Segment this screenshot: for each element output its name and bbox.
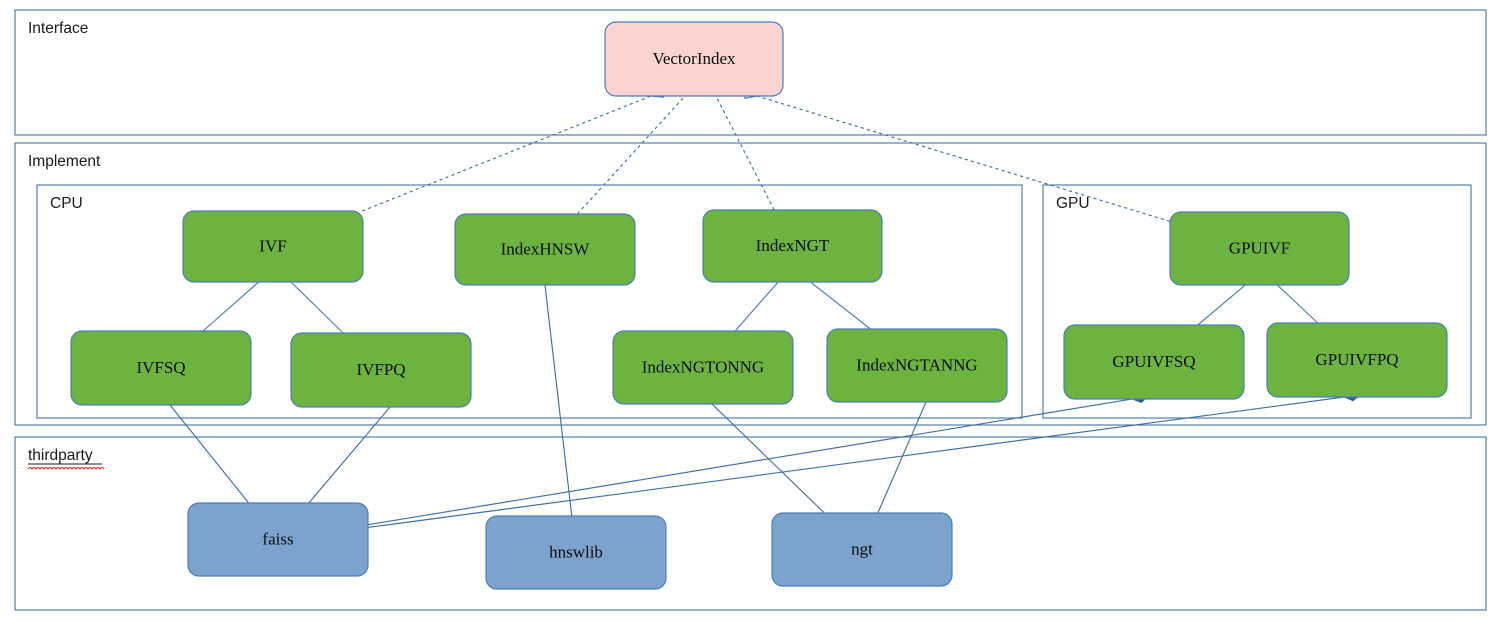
node-box-indexngtonng[interactable] bbox=[612, 330, 794, 405]
edge-line bbox=[542, 269, 573, 517]
node-label-faiss: faiss bbox=[262, 529, 293, 548]
node-ivfsq[interactable]: IVFSQ bbox=[70, 330, 252, 406]
edge-line bbox=[700, 392, 825, 514]
node-label-ivfsq: IVFSQ bbox=[136, 358, 185, 377]
node-label-indexngtonng: IndexNGTONNG bbox=[642, 357, 764, 376]
node-gpuivf[interactable]: GPUIVF bbox=[1169, 211, 1350, 286]
node-label-hnswlib: hnswlib bbox=[549, 542, 603, 561]
node-ivf[interactable]: IVF bbox=[182, 210, 364, 283]
edge-line bbox=[367, 395, 1149, 526]
group-label-implement: Implement bbox=[28, 153, 101, 170]
node-label-indexhnsw: IndexHNSW bbox=[501, 239, 591, 258]
node-box-ngt[interactable] bbox=[771, 512, 953, 587]
group-label-cpu: CPU bbox=[50, 195, 83, 212]
node-label-ivf: IVF bbox=[259, 236, 286, 255]
edge-line bbox=[361, 91, 662, 212]
node-box-indexngt[interactable] bbox=[702, 209, 883, 283]
node-box-gpuivfsq[interactable] bbox=[1063, 324, 1245, 400]
edge-line bbox=[877, 387, 933, 514]
edge-line bbox=[576, 87, 693, 215]
node-box-hnswlib[interactable] bbox=[485, 515, 667, 590]
node-faiss[interactable]: faiss bbox=[187, 502, 369, 577]
node-indexhnsw[interactable]: IndexHNSW bbox=[454, 213, 636, 286]
node-vectorindex[interactable]: VectorIndex bbox=[604, 21, 784, 97]
node-indexngtonng[interactable]: IndexNGTONNG bbox=[612, 330, 794, 405]
group-label-interface: Interface bbox=[28, 20, 88, 37]
group-label-thirdparty: thirdparty bbox=[28, 447, 93, 464]
node-indexngt[interactable]: IndexNGT bbox=[702, 209, 883, 283]
node-ngt[interactable]: ngt bbox=[771, 512, 953, 587]
node-box-indexhnsw[interactable] bbox=[454, 213, 636, 286]
node-ivfpq[interactable]: IVFPQ bbox=[290, 332, 472, 408]
node-box-vectorindex[interactable] bbox=[604, 21, 784, 97]
node-hnswlib[interactable]: hnswlib bbox=[485, 515, 667, 590]
node-box-ivf[interactable] bbox=[182, 210, 364, 283]
node-label-gpuivfsq: GPUIVFSQ bbox=[1112, 352, 1195, 371]
node-label-vectorindex: VectorIndex bbox=[652, 49, 736, 68]
node-box-gpuivf[interactable] bbox=[1169, 211, 1350, 286]
node-box-ivfsq[interactable] bbox=[70, 330, 252, 406]
edge-line bbox=[367, 394, 1361, 529]
node-gpuivfsq[interactable]: GPUIVFSQ bbox=[1063, 324, 1245, 400]
spellcheck-squiggle bbox=[27, 466, 105, 471]
node-box-indexngtanng[interactable] bbox=[826, 328, 1008, 403]
node-box-gpuivfpq[interactable] bbox=[1266, 322, 1448, 398]
edge-line bbox=[282, 273, 344, 334]
node-label-gpuivfpq: GPUIVFPQ bbox=[1315, 350, 1398, 369]
node-indexngtanng[interactable]: IndexNGTANNG bbox=[826, 328, 1008, 403]
node-label-gpuivf: GPUIVF bbox=[1229, 238, 1290, 257]
node-label-ngt: ngt bbox=[851, 539, 873, 558]
group-label-gpu: GPU bbox=[1056, 195, 1090, 212]
node-label-indexngtanng: IndexNGTANNG bbox=[856, 355, 977, 374]
node-box-faiss[interactable] bbox=[187, 502, 369, 577]
edge-line bbox=[800, 274, 871, 330]
edge-line bbox=[308, 394, 401, 504]
edge-line bbox=[159, 392, 250, 504]
node-gpuivfpq[interactable]: GPUIVFPQ bbox=[1266, 322, 1448, 398]
node-label-indexngt: IndexNGT bbox=[756, 236, 830, 255]
node-label-ivfpq: IVFPQ bbox=[356, 360, 405, 379]
node-box-ivfpq[interactable] bbox=[290, 332, 472, 408]
overlays bbox=[27, 463, 105, 471]
edge-line bbox=[710, 85, 775, 211]
edge-line bbox=[202, 273, 268, 332]
